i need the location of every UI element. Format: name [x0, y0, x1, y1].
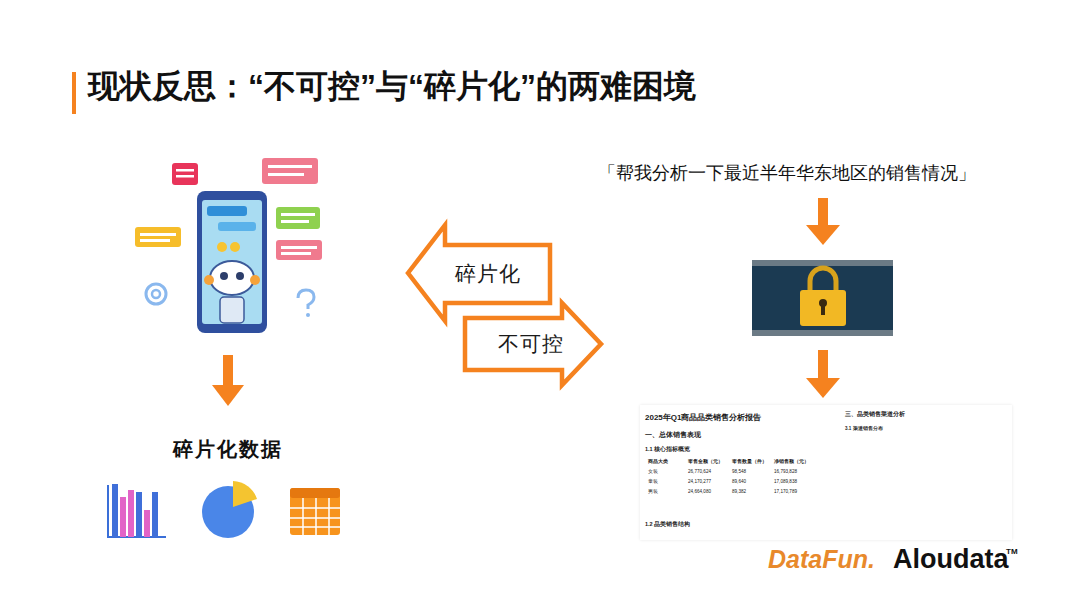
chat-bubble — [207, 206, 247, 216]
bar-chart-icon — [152, 492, 158, 537]
bubble-line — [281, 246, 317, 249]
band-edge — [752, 330, 893, 336]
pie-slice — [233, 481, 257, 507]
arrow-shape: 碎片化 — [405, 222, 553, 324]
bar-chart-icon — [136, 492, 142, 537]
bubble-line — [140, 233, 176, 236]
report-text: 女装 — [648, 469, 658, 474]
report-text: 26,770,624 — [688, 469, 711, 474]
report-text: 1.1 核心指标概览 — [645, 446, 690, 452]
arrow-label: 碎片化 — [445, 245, 550, 303]
report-text: 17,170,789 — [774, 489, 797, 494]
down-arrow — [223, 355, 233, 385]
phone-frame — [197, 191, 267, 333]
robot-eye — [236, 272, 244, 280]
report-text: 3.1 渠道销售分布 — [845, 426, 883, 431]
emoji — [230, 242, 240, 252]
slide-title: 现状反思：“不可控”与“碎片化”的两难困境 — [88, 67, 696, 105]
logo-text: DataFun. — [768, 544, 875, 574]
trademark: TM — [1006, 547, 1018, 557]
robot-body — [220, 297, 244, 323]
report-text: 17,089,838 — [774, 479, 797, 484]
report-text: 89,382 — [732, 489, 746, 494]
bar-chart-icon — [120, 497, 126, 537]
down-arrow — [818, 198, 828, 225]
chat-bubble — [218, 222, 256, 231]
bubble-line — [268, 165, 312, 168]
question-symbol — [306, 313, 310, 317]
at-symbol — [146, 284, 166, 304]
band-edge — [752, 260, 893, 266]
phone-screen — [202, 200, 262, 324]
down-arrow — [806, 378, 840, 398]
report-text: 零售数量（件） — [732, 459, 767, 464]
bubble-line — [140, 239, 170, 242]
report-text: 89,640 — [732, 479, 746, 484]
down-arrow — [818, 350, 828, 378]
report-text: 商品大类 — [648, 459, 668, 464]
lock-body — [800, 290, 846, 326]
robot-headphone — [204, 275, 214, 285]
speech-bubble — [135, 227, 181, 247]
report-text: 三、品类销售渠道分析 — [845, 411, 905, 418]
speech-bubble — [276, 207, 320, 229]
section-label: 碎片化数据 — [168, 437, 288, 461]
bubble-line — [281, 220, 309, 223]
table-grid — [290, 498, 340, 535]
bar-chart-icon — [128, 490, 134, 537]
speech-bubble — [262, 158, 318, 184]
report-text: 零售金额（元） — [688, 459, 723, 464]
question-symbol — [298, 290, 314, 309]
bubble-line — [281, 252, 311, 255]
at-symbol — [152, 290, 160, 298]
arrow-shape: 不可控 — [462, 300, 604, 388]
bubble-line — [281, 213, 315, 216]
report-text: 童装 — [648, 479, 658, 484]
robot-eye — [220, 272, 228, 280]
report-text: 98,548 — [732, 469, 746, 474]
down-arrow — [806, 225, 840, 245]
report-text: 净销售额（元） — [774, 459, 809, 464]
bar-chart-axis — [108, 485, 166, 537]
report-text: 24,664,080 — [688, 489, 711, 494]
bar-chart-icon — [112, 484, 118, 537]
speech-bubble — [276, 240, 322, 260]
speech-bubble — [172, 163, 198, 185]
report-text: 2025年Q1商品品类销售分析报告 — [645, 413, 761, 422]
emoji — [217, 242, 227, 252]
report-text: 男装 — [648, 489, 658, 494]
title-accent-bar — [72, 72, 76, 114]
bubble-line — [176, 175, 194, 178]
arrow-outline — [465, 303, 601, 385]
report-text: 1.2 品类销售结构 — [645, 521, 690, 527]
robot-head — [210, 261, 254, 295]
keyhole — [821, 304, 825, 315]
bar-chart-icon — [144, 510, 150, 537]
arrow-label: 不可控 — [465, 318, 562, 370]
bubble-line — [176, 169, 194, 172]
robot-headphone — [250, 275, 260, 285]
lock-band — [752, 260, 893, 336]
lock-shackle — [810, 268, 836, 292]
prompt-quote: 「帮我分析一下最近半年华东地区的销售情况」 — [598, 163, 976, 185]
report-text: 一、总体销售表现 — [645, 431, 701, 438]
bubble-line — [268, 173, 304, 176]
table-header — [290, 488, 340, 498]
report-document: 2025年Q1商品品类销售分析报告一、总体销售表现 1.1 核心指标概览商品大类 零… — [640, 405, 1012, 540]
report-text: 16,793,828 — [774, 469, 797, 474]
arrow-outline — [408, 225, 550, 321]
logo-text: Aloudata — [893, 543, 1009, 575]
report-text: 24,170,277 — [688, 479, 711, 484]
table-icon — [290, 488, 340, 535]
down-arrow — [212, 385, 244, 406]
